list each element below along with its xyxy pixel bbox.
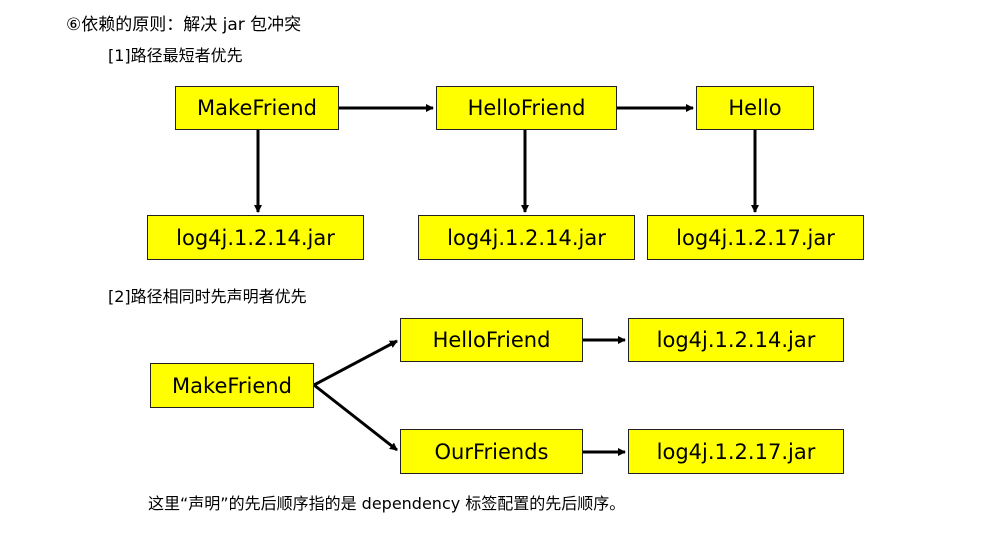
rule1-title: [1]路径最短者优先 [108, 46, 243, 65]
node2-jar-1-2-17: log4j.1.2.17.jar [628, 429, 844, 474]
node2-makefriend: MakeFriend [150, 363, 314, 408]
node-jar-1-2-14-b: log4j.1.2.14.jar [418, 215, 635, 260]
page-heading: ⑥依赖的原则：解决 jar 包冲突 [66, 15, 302, 35]
node-hello: Hello [696, 86, 814, 130]
node2-hellofriend: HelloFriend [400, 318, 583, 362]
node2-jar-1-2-14: log4j.1.2.14.jar [628, 318, 844, 362]
node-jar-1-2-14-a: log4j.1.2.14.jar [147, 215, 364, 260]
arrow-makefriend2-hellofriend2 [313, 339, 398, 387]
node2-ourfriends: OurFriends [400, 429, 583, 474]
node-makefriend: MakeFriend [175, 86, 339, 130]
arrow-makefriend2-ourfriends [313, 383, 398, 452]
node-jar-1-2-17: log4j.1.2.17.jar [647, 215, 864, 260]
node-hellofriend: HelloFriend [436, 86, 617, 130]
footer-note: 这里“声明”的先后顺序指的是 dependency 标签配置的先后顺序。 [148, 494, 626, 513]
rule2-title: [2]路径相同时先声明者优先 [108, 287, 307, 306]
